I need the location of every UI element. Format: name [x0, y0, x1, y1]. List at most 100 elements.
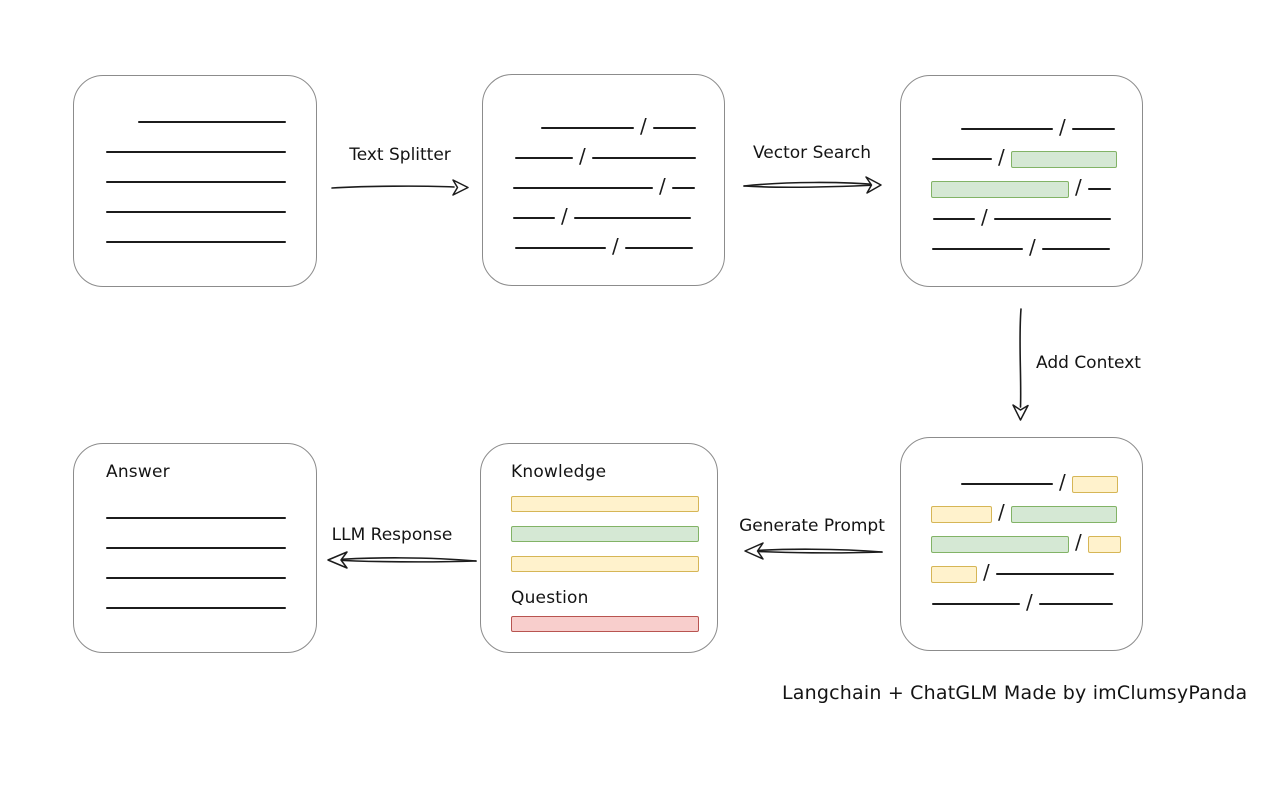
green-highlight-chip — [1010, 505, 1117, 523]
text-row: / — [931, 469, 1128, 499]
question-label: Question — [511, 588, 589, 608]
llm-response-arrow — [327, 551, 477, 569]
answer-box: Answer — [73, 443, 317, 653]
text-row — [106, 503, 296, 533]
add-context-arrow — [1012, 308, 1029, 421]
text-line — [993, 218, 1111, 220]
text-line — [106, 547, 286, 549]
yellow-highlight-chip — [931, 565, 977, 583]
answer-text-lines — [106, 503, 296, 623]
text-row: / — [931, 174, 1128, 204]
slash-separator: / — [561, 204, 568, 228]
text-line — [573, 217, 691, 219]
prompt-box: Knowledge Question — [480, 443, 718, 653]
text-line — [961, 128, 1053, 130]
text-line — [106, 577, 286, 579]
slash-separator: / — [981, 205, 988, 229]
question-bars — [511, 616, 699, 632]
chunk-text-lines: / / / / / — [483, 75, 724, 263]
green-highlight-chip — [931, 180, 1069, 198]
vector-search-arrow — [743, 176, 882, 194]
slash-separator: / — [998, 145, 1005, 169]
text-row — [106, 593, 296, 623]
slash-separator: / — [640, 114, 647, 138]
text-line — [932, 248, 1023, 250]
text-row: / — [511, 203, 710, 233]
text-line — [1087, 188, 1111, 190]
slash-separator: / — [1029, 235, 1036, 259]
slash-separator: / — [1059, 115, 1066, 139]
text-row — [106, 107, 296, 137]
text-row — [106, 563, 296, 593]
text-row: / — [931, 144, 1128, 174]
context-chunks-box: ///// — [900, 437, 1143, 651]
text-line — [624, 247, 693, 249]
text-line — [932, 158, 992, 160]
context-lines: ///// — [901, 438, 1142, 619]
text-row: / — [511, 233, 710, 263]
yellow-highlight-chip — [1071, 475, 1118, 493]
answer-label: Answer — [106, 462, 170, 482]
text-line — [106, 151, 286, 153]
yellow-bar — [511, 556, 699, 572]
text-line — [541, 127, 634, 129]
text-row: / — [931, 559, 1128, 589]
text-splitter-label: Text Splitter — [349, 145, 451, 165]
slash-separator: / — [983, 560, 990, 584]
slash-separator: / — [1075, 530, 1082, 554]
red-bar — [511, 616, 699, 632]
yellow-highlight-chip — [1087, 535, 1121, 553]
text-line — [138, 121, 286, 123]
document-text-lines — [74, 76, 316, 257]
green-bar — [511, 526, 699, 542]
text-line — [513, 217, 555, 219]
text-line — [106, 607, 286, 609]
text-row: / — [931, 114, 1128, 144]
text-line — [932, 603, 1020, 605]
text-line — [995, 573, 1114, 575]
split-chunks-box: / / / / / — [482, 74, 725, 286]
text-line — [961, 483, 1053, 485]
text-row — [106, 137, 296, 167]
slash-separator: / — [579, 144, 586, 168]
slash-separator: / — [659, 174, 666, 198]
yellow-highlight-chip — [931, 505, 992, 523]
text-row: / — [931, 589, 1128, 619]
llm-response-label: LLM Response — [331, 525, 453, 545]
search-result-lines: ///// — [901, 76, 1142, 264]
knowledge-bars — [511, 496, 699, 572]
text-row — [106, 167, 296, 197]
vector-search-label: Vector Search — [753, 143, 871, 163]
text-row: / — [931, 529, 1128, 559]
text-line — [652, 127, 696, 129]
slash-separator: / — [1059, 470, 1066, 494]
source-document-box — [73, 75, 317, 287]
text-line — [515, 157, 573, 159]
text-splitter-arrow — [331, 179, 469, 196]
text-row — [106, 197, 296, 227]
vector-search-results-box: ///// — [900, 75, 1143, 287]
slash-separator: / — [612, 234, 619, 258]
knowledge-label: Knowledge — [511, 462, 607, 482]
text-row: / — [511, 113, 710, 143]
text-line — [515, 247, 606, 249]
text-row: / — [511, 143, 710, 173]
text-line — [106, 517, 286, 519]
green-highlight-chip — [1010, 150, 1117, 168]
text-row — [106, 227, 296, 257]
text-row: / — [511, 173, 710, 203]
text-row: / — [931, 499, 1128, 529]
generate-prompt-label: Generate Prompt — [739, 516, 885, 536]
text-line — [1041, 248, 1110, 250]
text-line — [106, 181, 286, 183]
diagram-caption: Langchain + ChatGLM Made by imClumsyPand… — [782, 682, 1248, 704]
slash-separator: / — [1026, 590, 1033, 614]
green-highlight-chip — [931, 535, 1069, 553]
text-line — [513, 187, 653, 189]
add-context-label: Add Context — [1036, 353, 1141, 373]
text-row — [106, 533, 296, 563]
text-line — [106, 211, 286, 213]
text-line — [1038, 603, 1113, 605]
text-line — [106, 241, 286, 243]
